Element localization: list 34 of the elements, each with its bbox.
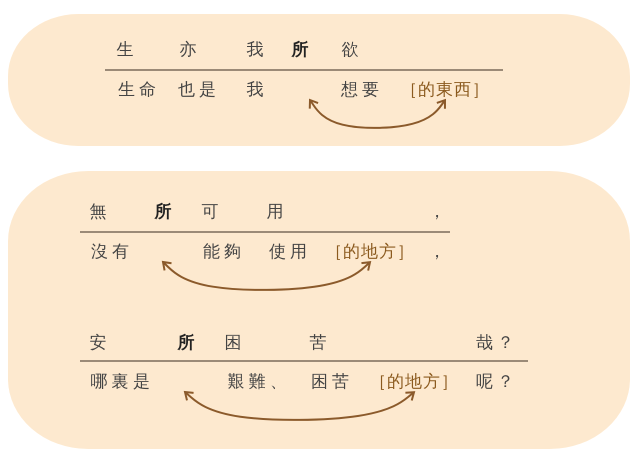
word-label: 生命 [116, 80, 160, 100]
word-label: 我 [246, 40, 268, 60]
bracketed-phrase: ［的東西］ [400, 80, 490, 100]
word-label: 困苦 [310, 372, 354, 392]
word-label: 能夠 [202, 242, 246, 262]
word-label: 艱難、 [226, 372, 291, 392]
word-label: 也是 [176, 80, 220, 100]
word-label: ， [428, 202, 450, 222]
word-label: 可 [200, 202, 223, 222]
word-label: 使用 [268, 242, 312, 262]
background-band [8, 171, 630, 449]
word-label: 所 [290, 40, 313, 60]
word-label: 所 [176, 332, 199, 354]
word-label: 哉？ [474, 332, 518, 354]
word-label: 用 [266, 202, 288, 222]
word-label: 生 [116, 40, 138, 60]
word-label: 困 [224, 332, 246, 354]
bracketed-phrase: ［的地方］ [325, 242, 415, 262]
curved-arrow [162, 261, 371, 291]
word-label: 安 [88, 332, 111, 354]
word-label: 欲 [340, 40, 363, 60]
curved-arrow [184, 391, 415, 421]
word-label: 亦 [178, 40, 201, 60]
word-label: 所 [153, 202, 176, 222]
curved-arrow [308, 99, 446, 129]
word-label: 哪裏是 [89, 372, 154, 392]
word-label: 沒有 [90, 242, 134, 262]
word-label: 無 [88, 202, 111, 222]
bracketed-phrase: ［的地方］ [369, 372, 459, 392]
word-label: 想要 [340, 80, 384, 100]
word-label: 我 [246, 80, 268, 100]
word-label: 呢？ [474, 372, 518, 392]
word-label: 苦 [308, 332, 331, 354]
word-label: ， [428, 242, 450, 262]
